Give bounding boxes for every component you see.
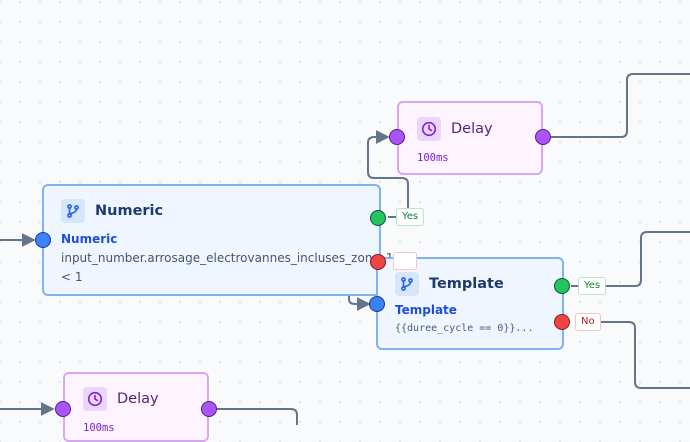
clock-icon — [83, 387, 107, 411]
delay-top-output-port[interactable] — [535, 129, 551, 145]
node-title: Delay — [117, 391, 159, 407]
template-input-port[interactable] — [369, 296, 385, 312]
numeric-condition-node[interactable]: Numeric Numeric input_number.arrosage_el… — [42, 184, 394, 296]
condition-type: Numeric — [61, 232, 118, 246]
numeric-no-port[interactable] — [370, 254, 386, 270]
edge-template-yes-out — [571, 231, 690, 287]
delay-duration: 100ms — [417, 152, 449, 164]
node-title: Template — [429, 276, 504, 292]
clock-icon — [417, 117, 441, 141]
edge-numeric-no-to-template — [348, 296, 371, 311]
template-condition-node[interactable]: Template Template {{duree_cycle == 0}}..… — [376, 257, 564, 350]
template-no-label: No — [575, 313, 601, 331]
condition-threshold: < 1 — [61, 270, 83, 284]
delay-node-bottom[interactable]: Delay 100ms — [63, 372, 209, 442]
delay-bottom-input-port[interactable] — [55, 401, 71, 417]
numeric-yes-label: Yes — [396, 208, 425, 226]
edge-delay-bottom-out — [217, 408, 298, 425]
numeric-yes-port[interactable] — [370, 210, 386, 226]
template-no-port[interactable] — [554, 314, 570, 330]
edge-template-no-out — [600, 321, 690, 389]
branch-icon — [61, 199, 85, 223]
node-title: Delay — [451, 121, 493, 137]
node-title: Numeric — [95, 203, 164, 219]
delay-duration: 100ms — [83, 422, 115, 434]
delay-top-input-port[interactable] — [389, 129, 405, 145]
branch-icon — [395, 272, 419, 296]
numeric-input-port[interactable] — [35, 232, 51, 248]
template-yes-port[interactable] — [554, 278, 570, 294]
entity-id: input_number.arrosage_electrovannes_incl… — [61, 251, 394, 265]
delay-node-top[interactable]: Delay 100ms — [397, 101, 543, 175]
template-expression: {{duree_cycle == 0}}... — [395, 323, 534, 334]
delay-bottom-output-port[interactable] — [201, 401, 217, 417]
condition-type: Template — [395, 303, 457, 317]
edge-delay-top-out — [551, 73, 690, 138]
numeric-no-label: No — [393, 252, 417, 270]
template-yes-label: Yes — [578, 277, 607, 295]
